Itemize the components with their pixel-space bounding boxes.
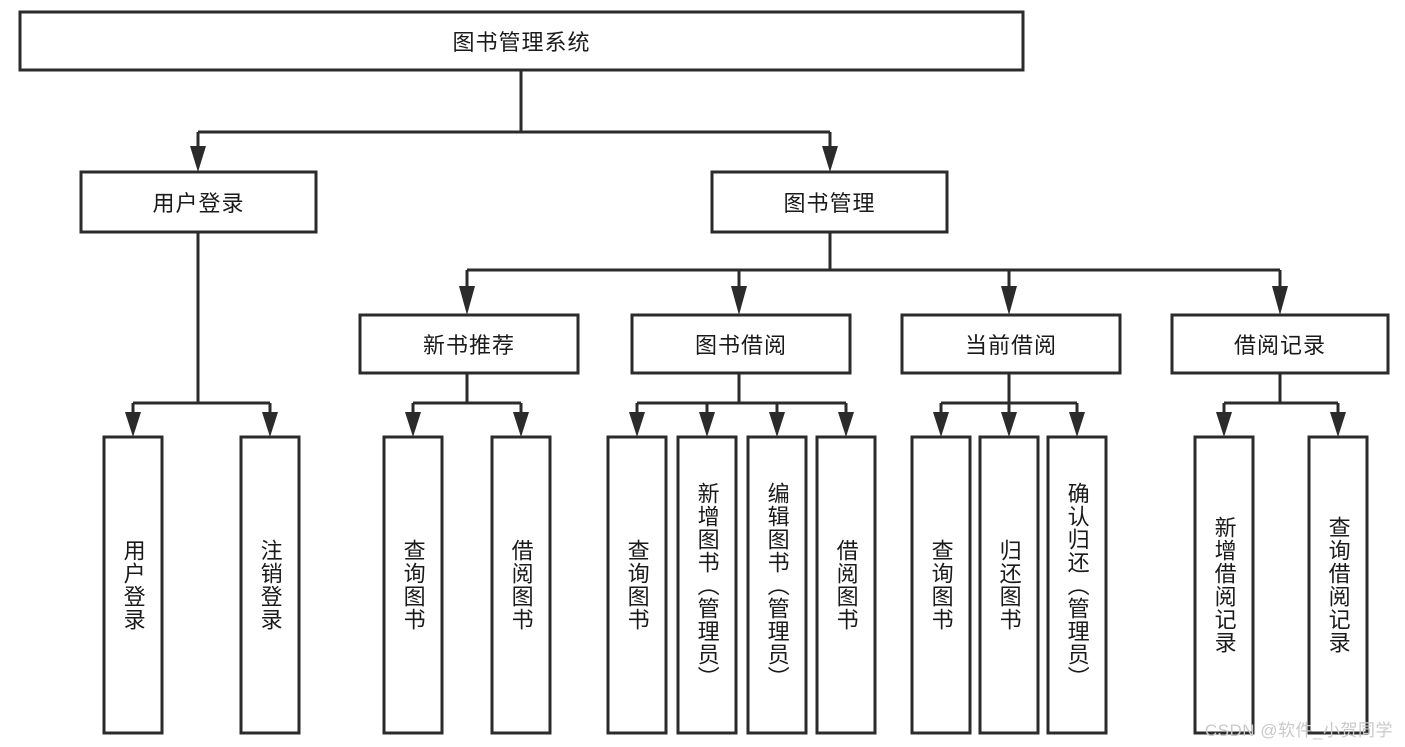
node-box-leaf-bb-borrow-book[interactable] bbox=[815, 435, 877, 735]
arrow-head-bb-query-book bbox=[629, 412, 645, 437]
arrow-head-leaf-user-login bbox=[125, 412, 141, 437]
node-box-leaf-cb-confirm-return[interactable] bbox=[1046, 435, 1108, 735]
node-box-new-book-recommend[interactable] bbox=[358, 313, 580, 375]
node-box-leaf-logout[interactable] bbox=[239, 435, 301, 735]
arrow-head-cb-confirm-return bbox=[1069, 412, 1085, 437]
node-box-leaf-br-add-record[interactable] bbox=[1193, 435, 1255, 735]
arrow-head-new-book bbox=[459, 286, 475, 315]
connectors bbox=[125, 70, 1346, 437]
arrow-head-cb-return-book bbox=[1001, 412, 1017, 437]
arrow-head-nb-borrow-book bbox=[513, 412, 529, 437]
arrow-head-leaf-logout bbox=[262, 412, 278, 437]
arrow-head-bb-borrow-book bbox=[838, 412, 854, 437]
arrow-head-br-add-record bbox=[1216, 412, 1232, 437]
node-box-book-manage[interactable] bbox=[710, 170, 949, 234]
arrow-head-book-borrow bbox=[731, 286, 747, 315]
node-box-user-login[interactable] bbox=[79, 170, 318, 234]
node-rectangles bbox=[18, 10, 1390, 735]
node-box-book-borrow[interactable] bbox=[630, 313, 852, 375]
csdn-watermark: CSDN @软件_小贺同学 bbox=[1204, 721, 1393, 740]
arrow-head-br-query-record bbox=[1330, 412, 1346, 437]
arrow-head-nb-query-book bbox=[405, 412, 421, 437]
node-box-leaf-nb-query-book[interactable] bbox=[382, 435, 444, 735]
node-box-leaf-nb-borrow-book[interactable] bbox=[490, 435, 552, 735]
arrow-head-current-borrow bbox=[1001, 286, 1017, 315]
arrow-head-bb-edit-book bbox=[769, 412, 785, 437]
node-box-leaf-cb-return-book[interactable] bbox=[978, 435, 1040, 735]
arrow-head-user-login bbox=[190, 146, 206, 172]
arrow-head-cb-query-book bbox=[933, 412, 949, 437]
node-box-leaf-br-query-record[interactable] bbox=[1307, 435, 1369, 735]
arrow-head-bb-add-book bbox=[699, 412, 715, 437]
node-box-current-borrow[interactable] bbox=[900, 313, 1122, 375]
node-box-leaf-bb-edit-book[interactable] bbox=[746, 435, 808, 735]
node-box-root[interactable] bbox=[18, 10, 1025, 72]
arrow-head-book-manage bbox=[822, 146, 838, 172]
node-box-leaf-cb-query-book[interactable] bbox=[910, 435, 972, 735]
arrow-head-borrow-record bbox=[1272, 286, 1288, 315]
node-box-borrow-record[interactable] bbox=[1170, 313, 1390, 375]
node-box-leaf-bb-add-book[interactable] bbox=[676, 435, 738, 735]
node-box-leaf-user-login[interactable] bbox=[102, 435, 164, 735]
node-box-leaf-bb-query-book[interactable] bbox=[606, 435, 668, 735]
